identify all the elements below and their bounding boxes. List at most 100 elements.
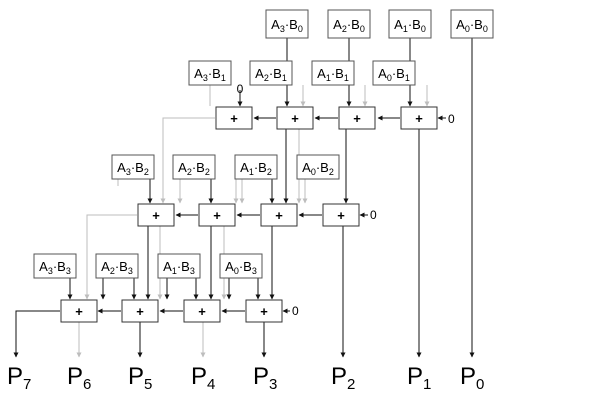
full-adder-r3-c1: + [60, 299, 98, 323]
carry-in-zero: 0 [292, 304, 299, 318]
partial-product-a3b1: A3·B1 [188, 60, 232, 86]
partial-product-a1b0: A1·B0 [388, 9, 432, 39]
adder-symbol: + [152, 208, 160, 223]
partial-product-box [311, 60, 355, 86]
partial-product-label: A0·B0 [456, 17, 488, 34]
partial-product-a2b3: A2·B3 [95, 253, 139, 279]
partial-product-label: A0·B3 [225, 259, 257, 276]
adder-box [338, 106, 376, 130]
partial-product-label: A0·B1 [378, 66, 410, 83]
partial-product-a3b2: A3·B2 [111, 154, 155, 180]
adder-symbol: + [353, 111, 361, 126]
partial-product-a0b0: A0·B0 [450, 9, 494, 39]
full-adder-r1-c2: + [276, 106, 314, 130]
partial-product-label: A1·B2 [240, 160, 272, 177]
output-p1: P1 [407, 363, 431, 393]
adder-box [121, 299, 159, 323]
output-p5: P5 [128, 363, 152, 393]
partial-product-label: A1·B0 [394, 17, 426, 34]
partial-product-a2b0: A2·B0 [327, 9, 371, 39]
partial-product-box [95, 253, 139, 279]
carry-in-zero: 0 [370, 208, 377, 222]
full-adder-r3-c3: + [183, 299, 221, 323]
adder-box [60, 299, 98, 323]
adder-symbol: + [136, 304, 144, 319]
partial-product-label: A2·B1 [255, 66, 287, 83]
partial-product-label: A1·B3 [163, 259, 195, 276]
partial-product-box [388, 9, 432, 39]
partial-product-label: A3·B1 [194, 66, 226, 83]
adder-box [245, 299, 283, 323]
wire [84, 214, 137, 300]
partial-product-label: A2·B0 [333, 17, 365, 34]
wire-p7 [13, 310, 60, 358]
partial-product-a2b2: A2·B2 [172, 154, 216, 180]
adder-symbol: + [337, 208, 345, 223]
partial-product-a0b3: A0·B3 [219, 253, 263, 279]
product-outputs: P7 P6 P5 P4 P3 P2 P1 P0 [7, 363, 484, 393]
adder-symbol: + [198, 304, 206, 319]
full-adder-r1-c4: + [400, 106, 438, 130]
adder-box [400, 106, 438, 130]
carry-in-zeros: 0 0 0 0 [237, 82, 455, 318]
adder-symbol: + [230, 111, 238, 126]
full-adder-r1-c3: + [338, 106, 376, 130]
carry-in-zero: 0 [448, 112, 455, 126]
adder-symbol: + [415, 111, 423, 126]
partial-product-box [265, 9, 309, 39]
adder-symbol: + [291, 111, 299, 126]
adder-symbol: + [275, 208, 283, 223]
output-p2: P2 [331, 363, 355, 393]
partial-product-box [327, 9, 371, 39]
wires [13, 38, 475, 358]
full-adder-r2-c1: + [137, 203, 175, 227]
adder-symbol: + [75, 304, 83, 319]
partial-product-label: A2·B3 [101, 259, 133, 276]
partial-product-label: A2·B2 [178, 160, 210, 177]
partial-product-box [219, 253, 263, 279]
adder-box [322, 203, 360, 227]
partial-product-box [372, 60, 416, 86]
partial-product-box [234, 154, 278, 180]
partial-product-a2b1: A2·B1 [249, 60, 293, 86]
full-adder-r2-c4: + [322, 203, 360, 227]
adder-box [215, 106, 253, 130]
adder-box [260, 203, 298, 227]
adder-symbol: + [260, 304, 268, 319]
partial-product-label: A0·B2 [302, 160, 334, 177]
partial-product-box [249, 60, 293, 86]
output-p4: P4 [191, 363, 215, 393]
adder-box [276, 106, 314, 130]
partial-product-box [188, 60, 232, 86]
partial-product-box [33, 253, 77, 279]
full-adder-r3-c4: + [245, 299, 283, 323]
partial-product-a1b3: A1·B3 [157, 253, 201, 279]
wire [160, 117, 215, 204]
full-adder-r2-c2: + [198, 203, 236, 227]
output-p6: P6 [67, 363, 91, 393]
full-adder-r3-c2: + [121, 299, 159, 323]
adder-symbol: + [213, 208, 221, 223]
partial-product-label: A1·B1 [317, 66, 349, 83]
output-p3: P3 [253, 363, 277, 393]
partial-product-a3b0: A3·B0 [265, 9, 309, 39]
partial-product-a0b2: A0·B2 [296, 154, 340, 180]
partial-product-box [296, 154, 340, 180]
partial-product-a0b1: A0·B1 [372, 60, 416, 86]
adder-box [137, 203, 175, 227]
partial-product-a1b1: A1·B1 [311, 60, 355, 86]
output-p0: P0 [460, 363, 484, 393]
partial-product-box [157, 253, 201, 279]
output-p7: P7 [7, 363, 31, 393]
full-adder-r1-c1: + [215, 106, 253, 130]
adder-box [198, 203, 236, 227]
carry-in-zero: 0 [237, 82, 244, 96]
adder-array: + + + + + + + + + + + + [60, 106, 438, 323]
partial-product-a3b3: A3·B3 [33, 253, 77, 279]
adder-box [183, 299, 221, 323]
partial-product-box [172, 154, 216, 180]
partial-product-box [111, 154, 155, 180]
partial-product-box [450, 9, 494, 39]
